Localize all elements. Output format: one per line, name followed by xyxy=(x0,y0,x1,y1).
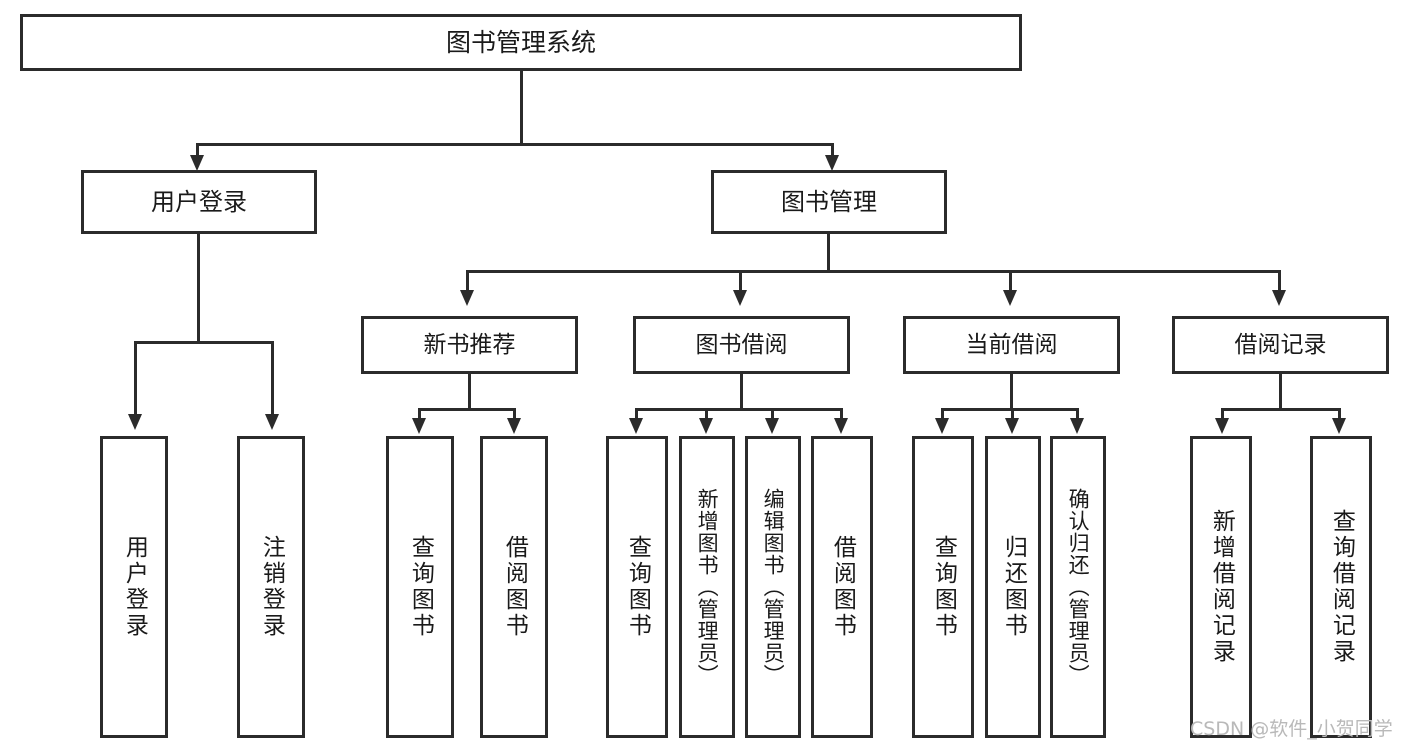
leaf-user-login[interactable]: 用户登录 xyxy=(100,436,168,738)
connector-newbook-trunk xyxy=(468,374,471,408)
arrowhead-book-mgmt-to-records xyxy=(1272,290,1286,306)
connector-root-to-user-login xyxy=(196,143,199,158)
arrowhead-book-mgmt-to-borrow xyxy=(733,290,747,306)
connector-newbook-to-query xyxy=(418,408,421,420)
connector-book-mgmt-to-records xyxy=(1278,270,1281,292)
connector-root-bus xyxy=(196,143,834,146)
connector-root-to-book-mgmt xyxy=(831,143,834,158)
leaf-current-return-book[interactable]: 归还图书 xyxy=(985,436,1041,738)
connector-bookborrow-trunk xyxy=(740,374,743,408)
node-label: 用户登录 xyxy=(121,535,148,639)
node-label: 新书推荐 xyxy=(423,331,516,358)
node-label: 借阅图书 xyxy=(501,535,528,639)
connector-bookborrow-to-edit xyxy=(771,408,774,420)
node-label: 图书管理 xyxy=(781,188,877,216)
node-label: 新增图书（管理员） xyxy=(695,488,720,686)
connector-root-trunk xyxy=(520,71,523,143)
arrowhead-bookborrow-to-edit xyxy=(765,418,779,434)
arrowhead-user-login-to-login xyxy=(128,414,142,430)
connector-bookborrow-to-borrow xyxy=(840,408,843,420)
leaf-records-query-record[interactable]: 查询借阅记录 xyxy=(1310,436,1372,738)
node-book-management[interactable]: 图书管理 xyxy=(711,170,947,234)
node-root-system[interactable]: 图书管理系统 xyxy=(20,14,1022,71)
connector-currentborrow-bus xyxy=(941,408,1079,411)
arrowhead-user-login-to-logout xyxy=(265,414,279,430)
arrowhead-currentborrow-to-query xyxy=(935,418,949,434)
arrowhead-records-to-add xyxy=(1215,418,1229,434)
connector-records-to-add xyxy=(1221,408,1224,420)
connector-records-to-query xyxy=(1338,408,1341,420)
leaf-current-query-book[interactable]: 查询图书 xyxy=(912,436,974,738)
connector-user-login-to-login xyxy=(134,341,137,416)
arrowhead-root-to-user-login xyxy=(190,155,204,171)
connector-records-trunk xyxy=(1279,374,1282,408)
connector-currentborrow-to-query xyxy=(941,408,944,420)
node-label: 编辑图书（管理员） xyxy=(761,488,786,686)
connector-book-mgmt-to-current xyxy=(1009,270,1012,292)
arrowhead-bookborrow-to-add xyxy=(699,418,713,434)
arrowhead-root-to-book-mgmt xyxy=(825,155,839,171)
node-label: 查询图书 xyxy=(930,535,957,639)
node-current-borrow[interactable]: 当前借阅 xyxy=(903,316,1120,374)
node-label: 用户登录 xyxy=(151,188,247,216)
node-label: 归还图书 xyxy=(1000,535,1027,639)
node-label: 当前借阅 xyxy=(965,331,1058,358)
connector-book-mgmt-to-borrow xyxy=(739,270,742,292)
arrowhead-newbook-to-query xyxy=(412,418,426,434)
leaf-records-add-record[interactable]: 新增借阅记录 xyxy=(1190,436,1252,738)
leaf-user-logout[interactable]: 注销登录 xyxy=(237,436,305,738)
connector-currentborrow-to-return xyxy=(1011,408,1014,420)
leaf-borrow-borrow-book[interactable]: 借阅图书 xyxy=(811,436,873,738)
leaf-borrow-edit-book-admin[interactable]: 编辑图书（管理员） xyxy=(745,436,801,738)
leaf-newbook-borrow-book[interactable]: 借阅图书 xyxy=(480,436,548,738)
node-label: 注销登录 xyxy=(258,535,285,639)
connector-book-mgmt-bus xyxy=(466,270,1281,273)
node-label: 借阅记录 xyxy=(1234,331,1327,358)
leaf-newbook-query-book[interactable]: 查询图书 xyxy=(386,436,454,738)
connector-user-login-trunk xyxy=(197,234,200,341)
node-label: 查询图书 xyxy=(624,535,651,639)
connector-book-mgmt-to-newbook xyxy=(466,270,469,292)
node-book-borrow[interactable]: 图书借阅 xyxy=(633,316,850,374)
connector-newbook-to-borrow xyxy=(513,408,516,420)
leaf-borrow-add-book-admin[interactable]: 新增图书（管理员） xyxy=(679,436,735,738)
connector-book-mgmt-trunk xyxy=(827,234,830,270)
arrowhead-bookborrow-to-query xyxy=(629,418,643,434)
node-new-book-recommend[interactable]: 新书推荐 xyxy=(361,316,578,374)
connector-newbook-bus xyxy=(418,408,516,411)
node-label: 新增借阅记录 xyxy=(1208,509,1235,665)
leaf-current-confirm-return-admin[interactable]: 确认归还（管理员） xyxy=(1050,436,1106,738)
connector-bookborrow-to-query xyxy=(635,408,638,420)
connector-user-login-bus xyxy=(134,341,274,344)
node-label: 查询借阅记录 xyxy=(1328,509,1355,665)
node-label: 确认归还（管理员） xyxy=(1066,488,1091,686)
node-borrow-records[interactable]: 借阅记录 xyxy=(1172,316,1389,374)
node-user-login[interactable]: 用户登录 xyxy=(81,170,317,234)
connector-bookborrow-bus xyxy=(635,408,843,411)
arrowhead-records-to-query xyxy=(1332,418,1346,434)
leaf-borrow-query-book[interactable]: 查询图书 xyxy=(606,436,668,738)
node-label: 借阅图书 xyxy=(829,535,856,639)
arrowhead-book-mgmt-to-newbook xyxy=(460,290,474,306)
node-label: 图书管理系统 xyxy=(445,27,596,57)
connector-currentborrow-trunk xyxy=(1010,374,1013,408)
arrowhead-currentborrow-to-return xyxy=(1005,418,1019,434)
connector-currentborrow-to-confirm xyxy=(1076,408,1079,420)
node-label: 图书借阅 xyxy=(695,331,788,358)
connector-user-login-to-logout xyxy=(271,341,274,416)
arrowhead-bookborrow-to-borrow xyxy=(834,418,848,434)
connector-bookborrow-to-add xyxy=(705,408,708,420)
arrowhead-newbook-to-borrow xyxy=(507,418,521,434)
connector-records-bus xyxy=(1221,408,1341,411)
node-label: 查询图书 xyxy=(407,535,434,639)
arrowhead-book-mgmt-to-current xyxy=(1003,290,1017,306)
arrowhead-currentborrow-to-confirm xyxy=(1070,418,1084,434)
